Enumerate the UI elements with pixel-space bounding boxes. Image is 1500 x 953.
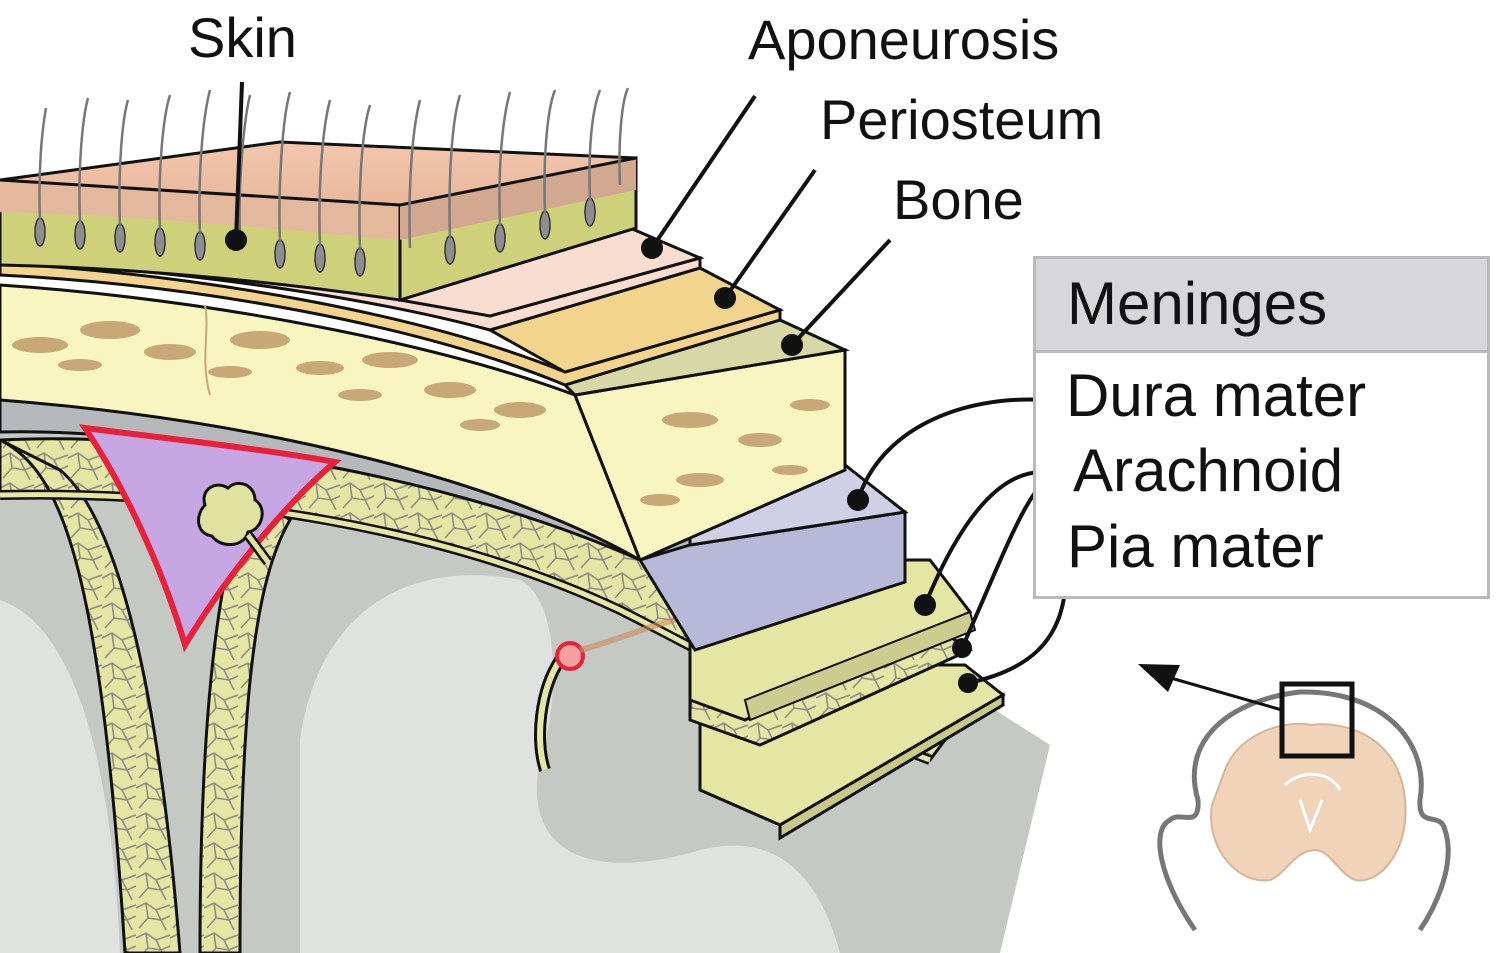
bone-label: Bone — [893, 168, 1024, 231]
dura-mater-label: Dura mater — [1066, 362, 1367, 429]
aponeurosis-label: Aponeurosis — [748, 8, 1060, 71]
meninges-title: Meninges — [1067, 270, 1328, 337]
meninges-legend — [1033, 256, 1490, 599]
leader-lines — [234, 81, 1067, 685]
periosteum-layer — [0, 261, 785, 387]
pia-mater-label: Pia mater — [1067, 513, 1324, 580]
arachnoid-label: Arachnoid — [1073, 437, 1344, 504]
skin-layer — [0, 87, 638, 303]
arachnoid-granulation — [197, 481, 273, 565]
vessel-icon — [555, 641, 585, 671]
head-inset-icon — [1138, 664, 1451, 932]
bone-layer — [0, 283, 851, 564]
periosteum-label: Periosteum — [820, 88, 1104, 151]
meninges-header — [1036, 259, 1487, 353]
leader-dots — [225, 229, 978, 693]
skin-label: Skin — [188, 6, 297, 69]
